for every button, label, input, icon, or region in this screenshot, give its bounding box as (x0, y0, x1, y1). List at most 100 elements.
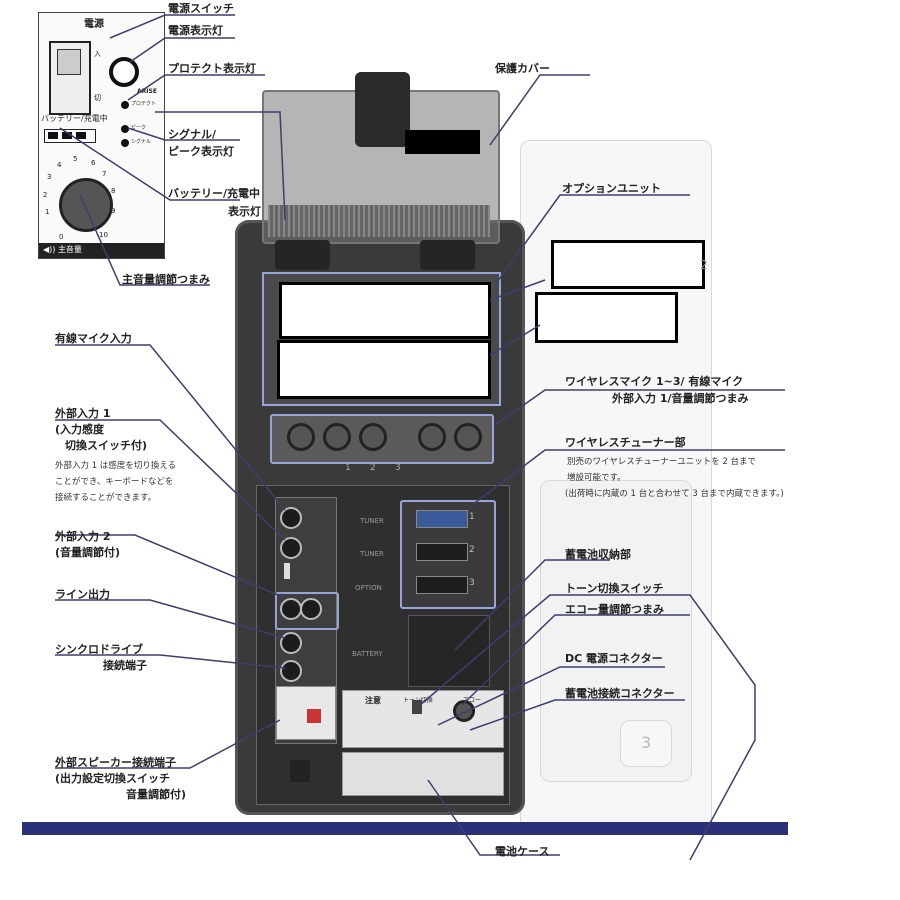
label-sync-1: シンクロドライブ (55, 643, 143, 656)
tuner-note-2: 増設可能です。 (567, 473, 626, 483)
dial-number: 6 (91, 159, 96, 167)
panel-title: 電源 (84, 19, 104, 30)
dial-number: 7 (102, 170, 107, 178)
ext-input2-jack-r[interactable] (300, 598, 322, 620)
battery-bay-label: BATTERY (352, 650, 383, 658)
ext1-note-3: 接続することができます。 (55, 493, 157, 503)
label-ext1-3: 切換スイッチ付) (65, 439, 148, 452)
switch-off-label: 切 (94, 94, 101, 102)
tuner-label: TUNER (360, 550, 384, 558)
label-battery-lamp-2: 表示灯 (228, 205, 261, 218)
label-echo: エコー量調節つまみ (565, 603, 664, 616)
ext-input2-jack-l[interactable] (280, 598, 302, 620)
power-switch[interactable] (49, 41, 91, 115)
volume-knob-1[interactable] (287, 423, 315, 451)
protect-lamp (121, 101, 129, 109)
label-signal-lamp-2: ピーク表示灯 (168, 145, 234, 158)
battery-label: バッテリー/充電中 (41, 114, 108, 123)
dial-number: 9 (111, 207, 116, 215)
label-spk-2: (出力設定切換スイッチ (55, 772, 171, 785)
tuner-label: TUNER (360, 517, 384, 525)
stand (290, 760, 310, 782)
tuner-slot-3[interactable] (416, 576, 468, 594)
tone-switch[interactable] (412, 700, 422, 714)
volume-knob-wired[interactable] (418, 423, 446, 451)
label-option-unit: オプションユニット (562, 182, 661, 195)
tuner-number: 1 (469, 512, 475, 522)
sensitivity-switch[interactable] (284, 563, 290, 579)
label-tone: トーン切換スイッチ (565, 582, 664, 595)
label-battery-bay: 蓄電池収納部 (565, 548, 631, 561)
label-spk-1: 外部スピーカー接続端子 (55, 756, 176, 769)
handle[interactable] (355, 72, 410, 147)
label-main-volume: 主音量調節つまみ (122, 273, 210, 286)
label-ext2-2: (音量調節付) (55, 546, 121, 559)
partial-digit: 2 (700, 258, 708, 272)
tuner-number: 3 (469, 578, 475, 588)
tuner-note-1: 別売のワイヤレスチューナーユニットを 2 台まで (567, 457, 757, 467)
label-sync-2: 接続端子 (103, 659, 147, 672)
volume-knob-ext1[interactable] (454, 423, 482, 451)
signal-label: シグナル (131, 139, 152, 145)
label-cover: 保護カバー (495, 62, 550, 75)
echo-knob[interactable] (453, 700, 475, 722)
tuner-slot-2[interactable] (416, 543, 468, 561)
volume-knob-2[interactable] (323, 423, 351, 451)
label-power-switch: 電源スイッチ (168, 2, 234, 15)
wired-mic-jack[interactable] (280, 507, 302, 529)
ghost-digit: 3 (641, 733, 652, 752)
grip-left (275, 240, 330, 270)
label-wireless-1: ワイヤレスマイク 1~3/ 有線マイク (565, 375, 744, 388)
label-wired-mic: 有線マイク入力 (55, 332, 132, 345)
battery-case[interactable] (342, 752, 504, 796)
dial-number: 8 (111, 187, 116, 195)
ext-input1-jack[interactable] (280, 537, 302, 559)
volume-label-bar: ◀)) 主音量 (39, 243, 164, 258)
label-battery-case: 電池ケース (495, 845, 550, 858)
label-dc: DC 電源コネクター (565, 652, 663, 665)
dial-number: 1 (45, 208, 50, 216)
label-power-lamp: 電源表示灯 (168, 24, 223, 37)
battery-indicator (44, 129, 96, 143)
redaction-box-1 (279, 282, 491, 339)
ext1-note-1: 外部入力 1 は感度を切り換える (55, 461, 177, 471)
bottom-bar (22, 822, 788, 835)
line-out-jack[interactable] (280, 632, 302, 654)
label-signal-lamp-1: シグナル/ (168, 128, 217, 141)
label-tuner: ワイヤレスチューナー部 (565, 436, 686, 449)
main-volume-knob[interactable] (59, 178, 113, 232)
battery-bay[interactable] (408, 615, 490, 687)
label-protect-lamp: プロテクト表示灯 (168, 62, 256, 75)
volume-knob-3[interactable] (359, 423, 387, 451)
label-ext1-2: (入力感度 (55, 423, 105, 436)
tuner-note-3: (出荷時に内蔵の 1 台と合わせて 3 台まで内蔵できます。) (565, 489, 784, 499)
speaker-terminal[interactable] (276, 686, 336, 740)
control-panel: 電源 入 切 ARISE プロテクト ピーク シグナル バッテリー/充電中 0 … (38, 12, 165, 259)
peak-lamp (121, 125, 129, 133)
label-spk-3: 音量調節付) (126, 788, 187, 801)
channel-number: 1 (345, 463, 351, 473)
ext1-note-2: ことができ、キーボードなどを (55, 477, 174, 487)
protect-label: プロテクト (131, 101, 157, 107)
dial-number: 5 (73, 155, 78, 163)
redaction-box-cover (405, 130, 480, 154)
dial-number: 4 (57, 161, 62, 169)
grip-right (420, 240, 475, 270)
label-ext2-1: 外部入力 2 (55, 530, 111, 543)
brand-logo: ARISE (137, 88, 157, 95)
caution-label: 注意 (365, 696, 381, 705)
caution-plate: 注意 トーン切換 エコー (342, 690, 504, 748)
dial-number: 2 (43, 191, 48, 199)
label-wireless-2: 外部入力 1/音量調節つまみ (612, 392, 749, 405)
volume-label: ◀)) 主音量 (43, 245, 82, 254)
tuner-slot-1[interactable] (416, 510, 468, 528)
power-lamp (109, 57, 139, 87)
peak-label: ピーク (131, 125, 147, 131)
redaction-box-2 (277, 340, 491, 399)
channel-number: 3 (395, 463, 401, 473)
tuner-number: 2 (469, 545, 475, 555)
sync-drive-jack[interactable] (280, 660, 302, 682)
signal-lamp (121, 139, 129, 147)
label-battery-conn: 蓄電池接続コネクター (565, 687, 675, 700)
switch-on-label: 入 (94, 50, 101, 58)
